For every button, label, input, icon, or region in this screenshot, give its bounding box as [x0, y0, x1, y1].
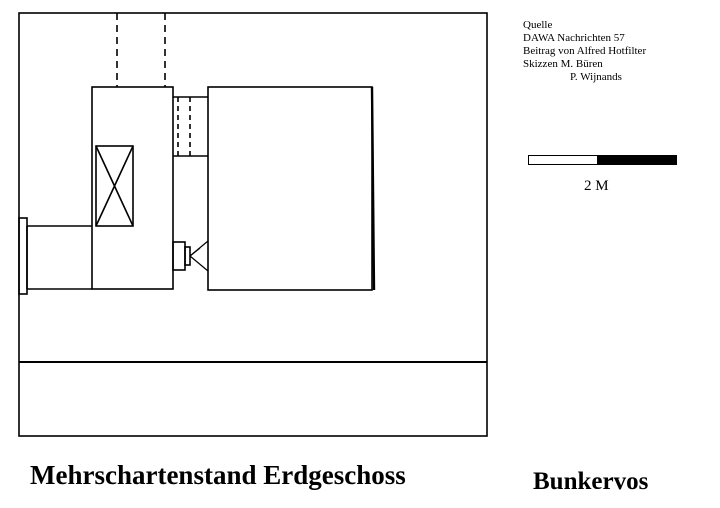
source-line-1: Quelle [523, 19, 553, 31]
crossed-box [95, 145, 134, 227]
scale-bar-label: 2 M [584, 178, 609, 194]
cross-line-2 [95, 145, 134, 227]
source-line-5: P. Wijnands [570, 71, 622, 83]
source-line-2: DAWA Nachrichten 57 [523, 32, 625, 44]
source-notes: Quelle DAWA Nachrichten 57 Beitrag von A… [523, 19, 646, 84]
outer-boundary [18, 12, 488, 437]
scale-bar [528, 155, 677, 165]
source-line-3: Beitrag von Alfred Hotfilter [523, 45, 647, 57]
source-line-4: Skizzen M. Büren [523, 58, 603, 70]
right-room-shadow [370, 86, 376, 291]
embrasure-box [172, 241, 186, 271]
central-block [91, 86, 174, 290]
embrasure-ray-2 [189, 255, 209, 272]
embrasure-inner [184, 246, 191, 266]
plan-title: Mehrschartenstand Erdgeschoss [30, 460, 406, 490]
corridor-door [18, 217, 28, 295]
scale-bar-black-segment [596, 156, 676, 164]
brand-name: Bunkervos [533, 468, 649, 495]
embrasure-ray-3 [189, 247, 201, 257]
scale-bar-white-segment [529, 156, 597, 164]
right-room [207, 86, 373, 291]
